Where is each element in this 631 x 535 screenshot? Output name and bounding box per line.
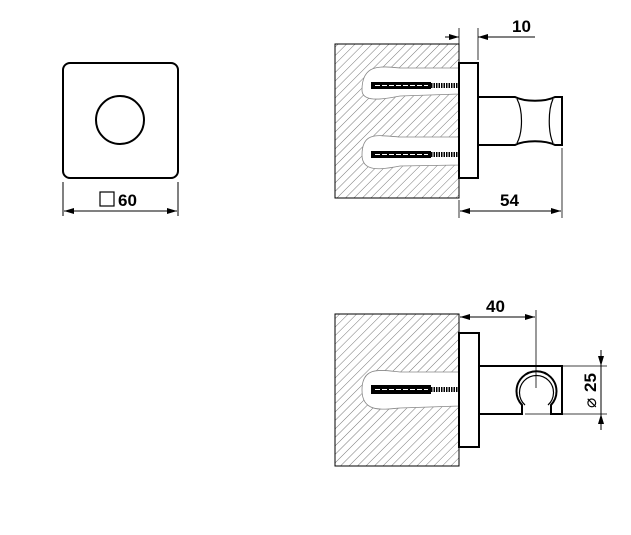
side-view-hook: 10 54 (334, 17, 563, 218)
mounting-plate (458, 62, 479, 179)
front-view: 60 (62, 62, 179, 216)
holder-body (479, 365, 563, 415)
depth-dimension-label: 10 (512, 17, 531, 36)
hook-body (478, 96, 563, 146)
width-dimension-label: 60 (118, 191, 137, 210)
mounting-plate (458, 332, 480, 448)
wall-section (334, 43, 460, 199)
center-boss-circle (95, 95, 145, 145)
diameter-symbol: ⌀ (581, 398, 600, 408)
square-symbol-icon (99, 191, 115, 207)
projection-dimension-label: 54 (500, 191, 519, 210)
wall-plug-upper (371, 82, 459, 89)
diameter-dimension-label: 25 (581, 373, 600, 392)
projection-dimension-label: 40 (486, 297, 505, 316)
side-view-holder: 40 ⌀ 25 (334, 297, 607, 467)
wall-plug (371, 385, 459, 394)
cover-plate-square (62, 62, 179, 179)
wall-plug-lower (371, 151, 459, 158)
